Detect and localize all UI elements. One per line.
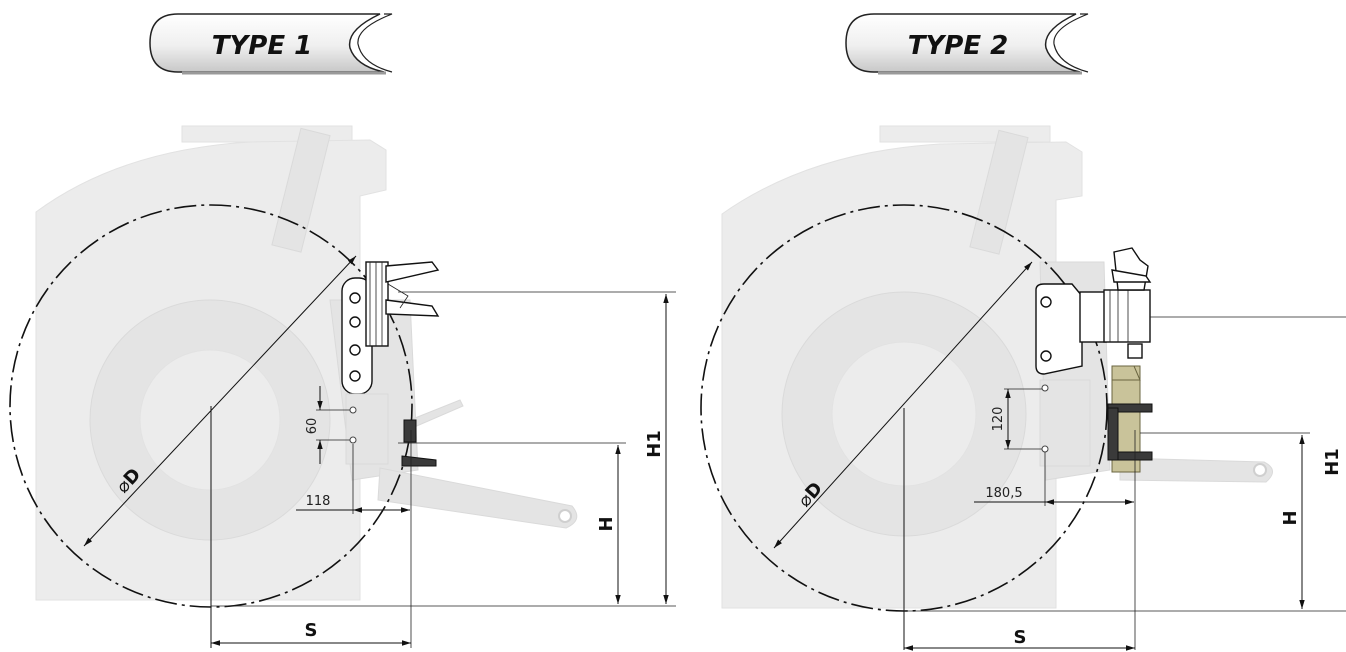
height1-dimension-1: H1 [644, 294, 669, 604]
type-2-title: TYPE 2 [908, 31, 1009, 61]
type-1-title: TYPE 1 [212, 31, 313, 61]
hitch-bracket-1 [341, 261, 440, 467]
hole-spacing-dimension-2: 120 [991, 388, 1042, 450]
span-dimension-2: S [904, 627, 1135, 651]
hole-spacing-dimension-1: 60 [305, 386, 350, 464]
offset-dimension-2: 180,5 [974, 452, 1134, 506]
tractor-ghost-1 [35, 125, 578, 601]
offset-dimension-1: 118 [296, 444, 410, 514]
height-label-1: H [596, 516, 617, 531]
diameter-dimension-2 [773, 261, 1033, 549]
height1-label-1: H1 [644, 430, 665, 458]
panel-type-2: TYPE 2 ⌀D [700, 13, 1346, 651]
span-label-2: S [1014, 627, 1027, 648]
tractor-ghost-2 [721, 125, 1273, 609]
height-dimension-2: H [1280, 435, 1305, 609]
type-2-tab: TYPE 2 [845, 13, 1089, 75]
type-1-tab: TYPE 1 [149, 13, 393, 75]
diameter-dimension-1 [83, 255, 357, 547]
offset-value-1: 118 [306, 494, 331, 509]
panel-type-1: TYPE 1 ⌀D [9, 13, 676, 648]
hole-spacing-value-2: 120 [991, 407, 1006, 432]
height-label-2: H [1280, 510, 1301, 525]
span-label-1: S [305, 620, 318, 641]
offset-value-2: 180,5 [985, 486, 1022, 501]
hitch-assembly-2 [1035, 247, 1153, 473]
hole-spacing-value-1: 60 [305, 418, 320, 435]
height1-label-2: H1 [1322, 448, 1343, 476]
height-dimension-1: H [596, 445, 621, 604]
span-dimension-1: S [211, 620, 411, 646]
